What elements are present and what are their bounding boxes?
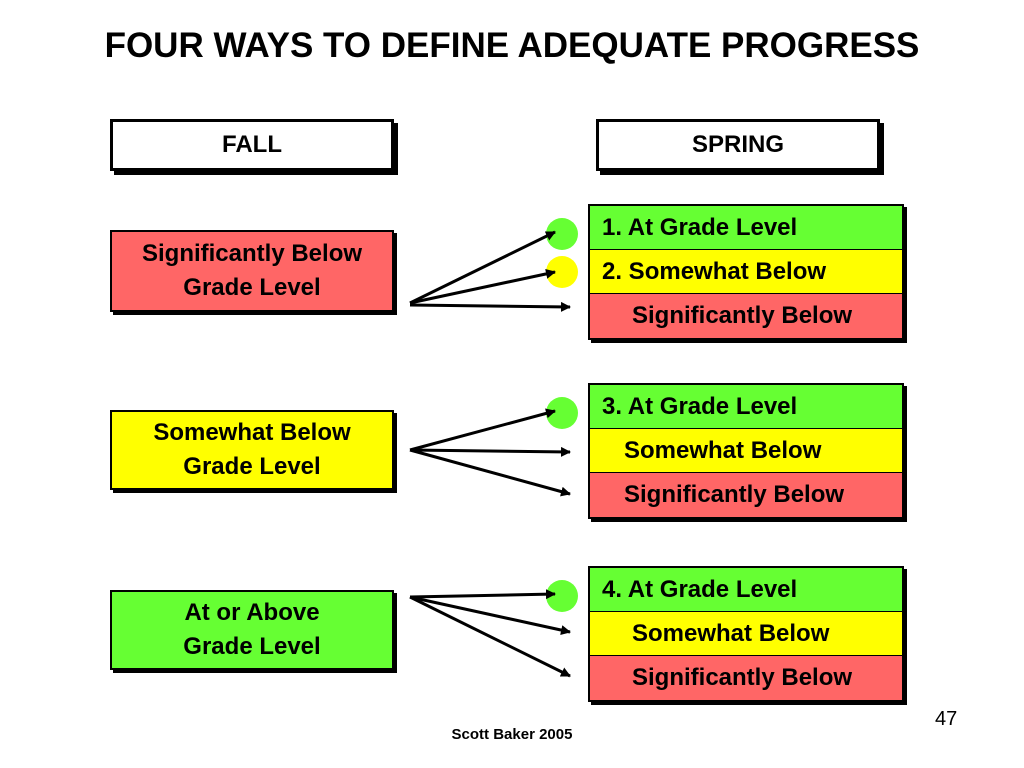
spring-box-group2: 3. At Grade Level Somewhat Below Signifi… <box>588 383 904 519</box>
slide-title: FOUR WAYS TO DEFINE ADEQUATE PROGRESS <box>104 26 920 65</box>
spring-box-group3: 4. At Grade Level Somewhat Below Signifi… <box>588 566 904 702</box>
arrow <box>409 268 556 305</box>
arrow <box>409 408 556 452</box>
fall-box-somewhat-below: Somewhat Below Grade Level <box>110 410 394 490</box>
spring-row-significantly-below: Significantly Below <box>590 473 902 517</box>
fall-box-at-or-above: At or Above Grade Level <box>110 590 394 670</box>
spring-row-at-grade: 1. At Grade Level <box>590 206 902 250</box>
spring-row-somewhat-below: 2. Somewhat Below <box>590 250 902 294</box>
fall-box-line2: Grade Level <box>183 274 321 301</box>
spring-row-significantly-below: Significantly Below <box>590 656 902 700</box>
footer-credit: Scott Baker 2005 <box>451 726 573 743</box>
arrow <box>409 230 556 305</box>
fall-box-significantly-below: Significantly Below Grade Level <box>110 230 394 312</box>
spring-row-somewhat-below: Somewhat Below <box>590 612 902 656</box>
fall-box-line1: Significantly Below <box>141 240 363 267</box>
fall-box-line2: Grade Level <box>183 633 321 660</box>
fall-box-line1: Somewhat Below <box>153 419 351 446</box>
arrow <box>409 301 571 312</box>
spring-row-at-grade: 4. At Grade Level <box>590 568 902 612</box>
arrow <box>409 446 571 457</box>
spring-row-somewhat-below: Somewhat Below <box>590 429 902 473</box>
page-number: 47 <box>935 708 958 730</box>
spring-row-significantly-below: Significantly Below <box>590 294 902 338</box>
spring-header: SPRING <box>596 119 880 171</box>
fall-header: FALL <box>110 119 394 171</box>
arrow <box>409 595 571 635</box>
fall-box-line1: At or Above <box>184 599 320 626</box>
arrow <box>409 589 556 600</box>
spring-row-at-grade: 3. At Grade Level <box>590 385 902 429</box>
fall-box-line2: Grade Level <box>183 453 321 480</box>
arrow <box>409 448 571 497</box>
arrow <box>409 595 571 678</box>
spring-box-group1: 1. At Grade Level 2. Somewhat Below Sign… <box>588 204 904 340</box>
